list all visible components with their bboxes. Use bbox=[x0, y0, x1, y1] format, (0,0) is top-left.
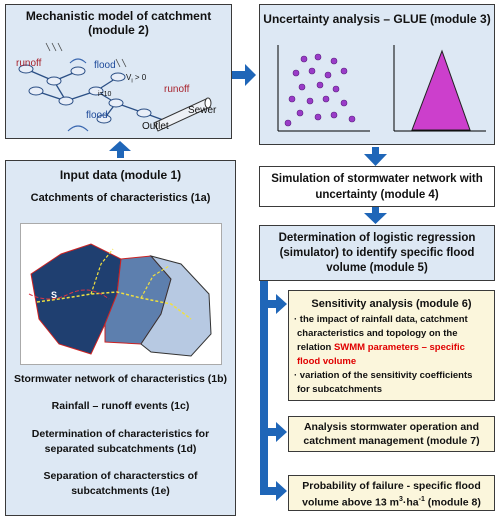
scatter-point bbox=[322, 95, 330, 103]
node bbox=[136, 108, 152, 118]
node bbox=[46, 76, 62, 86]
module8-line2: volume above 13 m3·ha-1 (module 8) bbox=[302, 496, 481, 509]
scatter-point bbox=[296, 109, 304, 117]
node bbox=[88, 86, 104, 96]
scatter-point bbox=[284, 119, 292, 127]
glue-triangle-distribution bbox=[393, 45, 486, 132]
bus-line bbox=[260, 280, 268, 495]
module1-item-1d-l2: separated subcatchments (1d) bbox=[44, 443, 197, 455]
module4-box: Simulation of stormwater network with un… bbox=[259, 166, 495, 207]
module6-b1-l3: relation SWMM parameters – specific bbox=[297, 342, 465, 353]
module1-item-1b: Stormwater network of characteristics (1… bbox=[14, 373, 227, 385]
module8-line1: Probability of failure - specific flood bbox=[302, 480, 481, 492]
river-line bbox=[28, 289, 110, 300]
module7-box: Analysis stormwater operation and catchm… bbox=[288, 416, 495, 452]
scatter-point bbox=[324, 71, 332, 79]
stormwater-branch-line bbox=[140, 265, 170, 299]
stormwater-branch-line bbox=[90, 248, 114, 295]
module6-b2-l1: · variation of the sensitivity coefficie… bbox=[294, 370, 473, 381]
scatter-point bbox=[288, 95, 296, 103]
arrow-m2-to-m3 bbox=[232, 64, 256, 86]
scatter-point bbox=[340, 67, 348, 75]
arrow-to-m8 bbox=[268, 481, 287, 501]
label-flood-a: flood bbox=[94, 60, 116, 71]
module2-title-2: (module 2) bbox=[88, 23, 149, 37]
node bbox=[108, 98, 124, 108]
scatter-point bbox=[306, 97, 314, 105]
module4-line1: Simulation of stormwater network with bbox=[271, 173, 483, 185]
subcatchment-light bbox=[140, 255, 212, 357]
module6-title: Sensitivity analysis (module 6) bbox=[311, 298, 472, 310]
module1-box: Input data (module 1) Catchments of char… bbox=[5, 160, 236, 516]
label-formula: Vi > 0 bbox=[126, 73, 147, 85]
scatter-point bbox=[330, 111, 338, 119]
node bbox=[70, 66, 86, 76]
module6-box: Sensitivity analysis (module 6) · the im… bbox=[288, 290, 495, 401]
node bbox=[28, 86, 44, 96]
module1-item-1e-l1: Separation of characterstics of bbox=[43, 470, 198, 482]
scatter-point bbox=[316, 81, 324, 89]
module6-b1-l1: · the impact of rainfall data, catchment bbox=[294, 314, 468, 325]
node bbox=[18, 64, 34, 74]
label-runoff-a: runoff bbox=[16, 58, 42, 69]
label-flood-b: flood bbox=[86, 110, 108, 121]
scatter-point bbox=[314, 53, 322, 61]
node bbox=[96, 114, 112, 124]
scatter-point bbox=[340, 99, 348, 107]
module8-box: Probability of failure - specific flood … bbox=[288, 475, 495, 511]
scatter-point bbox=[332, 85, 340, 93]
module1-item-1d-l1: Determination of characteristics for bbox=[31, 428, 210, 440]
module6-b1-l4: flood volume bbox=[297, 356, 357, 367]
module3-title: Uncertainty analysis – GLUE (module 3) bbox=[263, 12, 491, 26]
label-formula-i: i=10 bbox=[98, 91, 112, 98]
glue-scatter-plot bbox=[277, 45, 370, 132]
module5-line1: Determination of logistic regression bbox=[278, 232, 476, 244]
arrow-m1-to-m2 bbox=[109, 141, 131, 158]
stormwater-network-line bbox=[36, 291, 192, 320]
arrow-to-m7 bbox=[268, 422, 287, 442]
triangle-shape bbox=[411, 49, 471, 131]
label-outlet: Outlet bbox=[142, 121, 169, 132]
module2-box: Mechanistic model of catchment (module 2… bbox=[5, 4, 232, 139]
scatter-point bbox=[348, 115, 356, 123]
arrow-m4-to-m5 bbox=[364, 207, 387, 224]
module6-b2-l2: for subcatchments bbox=[297, 384, 382, 395]
arrow-to-m6 bbox=[268, 294, 287, 314]
module5-box: Determination of logistic regression (si… bbox=[259, 225, 495, 281]
scatter-point bbox=[292, 69, 300, 77]
node bbox=[58, 96, 74, 106]
scatter-point bbox=[298, 83, 306, 91]
catchment-network-drawing bbox=[18, 42, 212, 132]
module1-item-1e-l2: subcatchments (1e) bbox=[71, 485, 170, 497]
module6-b1-l2: characteristics and topology on the bbox=[297, 328, 458, 339]
module3-box: Uncertainty analysis – GLUE (module 3) bbox=[259, 4, 495, 145]
module7-line1: Analysis stormwater operation and bbox=[303, 421, 480, 433]
scatter-point bbox=[314, 113, 322, 121]
module4-line2: uncertainty (module 4) bbox=[315, 189, 439, 201]
swmm-parameters-highlight: SWMM parameters – specific bbox=[333, 342, 465, 353]
module7-line2: catchment management (module 7) bbox=[303, 435, 480, 447]
scatter-point bbox=[300, 55, 308, 63]
module5-line2: (simulator) to identify specific flood bbox=[279, 247, 475, 259]
module2-title-1: Mechanistic model of catchment bbox=[25, 9, 212, 23]
module1-item-1c: Rainfall – runoff events (1c) bbox=[51, 400, 190, 412]
module1-title: Input data (module 1) bbox=[59, 168, 182, 182]
map-label-s: S bbox=[51, 290, 58, 300]
module1-item-1a: Catchments of characteristics (1a) bbox=[30, 192, 211, 204]
arrow-m3-to-m4 bbox=[364, 147, 387, 166]
node bbox=[110, 72, 126, 82]
scatter-point bbox=[330, 57, 338, 65]
scatter-point bbox=[308, 67, 316, 75]
module5-line3: volume (module 5) bbox=[326, 262, 428, 274]
label-runoff-b: runoff bbox=[164, 84, 190, 95]
label-sewer: Sewer bbox=[188, 105, 217, 116]
catchment-map: S bbox=[20, 223, 222, 365]
sewer-pipe bbox=[153, 97, 212, 132]
